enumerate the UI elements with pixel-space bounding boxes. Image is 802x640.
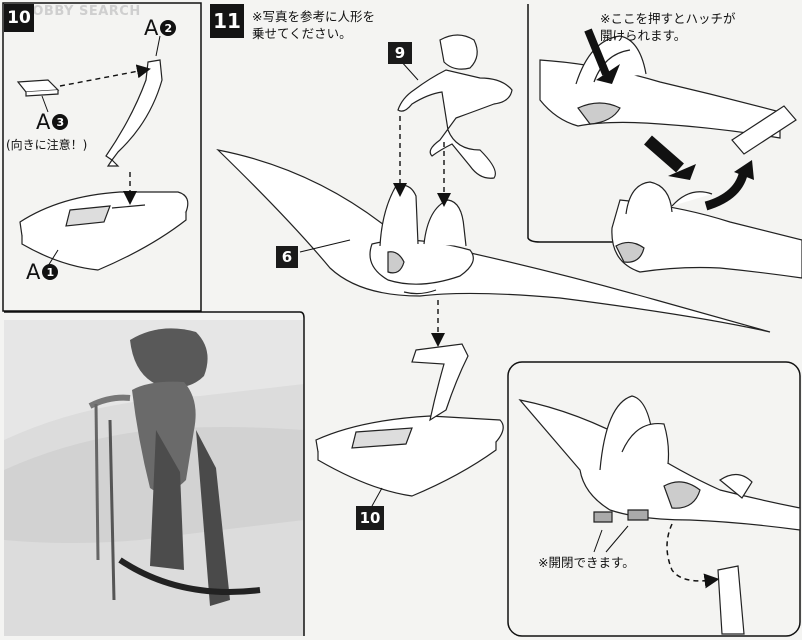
step10-stand-a2 — [105, 59, 163, 167]
hatch-detail-top — [539, 35, 781, 139]
part-number-circle: 2 — [160, 20, 177, 36]
hatch-open-panel — [731, 105, 797, 155]
figure-placement-note: ※写真を参考に人形を 乗せてください。 — [252, 9, 375, 41]
part-letter: A — [144, 16, 159, 40]
part-label-9: 9 — [388, 42, 412, 64]
photo-frame — [4, 311, 305, 636]
part-number-circle: 1 — [42, 264, 59, 280]
bottom-leader-2 — [605, 525, 629, 553]
step10-leader-a2 — [155, 35, 161, 57]
hatch-detail-bottom — [611, 181, 802, 279]
step10-base-a1 — [19, 191, 189, 271]
press-arrow-head — [596, 64, 620, 84]
open-close-note: ※開閉できます。 — [538, 555, 635, 570]
step11-leader-10 — [371, 487, 383, 507]
assembled-photo — [4, 320, 304, 636]
step10-part-a3 — [16, 79, 60, 97]
step11-figure-9 — [397, 34, 513, 179]
step11-stand-10 — [315, 343, 504, 497]
watermark-text: HOBBY SEARCH — [21, 4, 141, 19]
step-number-10: 10 — [4, 4, 34, 32]
part-label-6: 6 — [276, 246, 298, 268]
step10-leader-a3 — [41, 95, 49, 113]
orientation-caution: (向きに注意！) — [6, 138, 88, 152]
bottom-detail-frame — [507, 361, 801, 637]
hatch-open-arrow-head — [734, 160, 754, 180]
step-arrow-down-head — [668, 164, 696, 180]
step10-leader-a1 — [47, 249, 59, 267]
bottom-leader-1 — [593, 529, 603, 553]
step-arrow-down-shaft — [644, 135, 684, 173]
hatch-open-arrow-shaft — [704, 169, 749, 211]
bottom-arrow-to-stand — [666, 523, 720, 589]
step11-glider — [216, 149, 771, 333]
part-number-circle: 3 — [52, 114, 69, 130]
step10-panel-frame — [2, 2, 202, 312]
bottom-detail-stand-top — [717, 565, 745, 635]
press-arrow-shaft — [584, 28, 610, 76]
part-letter: A — [36, 110, 51, 134]
step10-arrow-a3 — [59, 64, 151, 87]
part-letter: A — [26, 260, 41, 284]
step-number-11: 11 — [210, 4, 244, 38]
part-label-10: 10 — [356, 506, 384, 530]
bottom-detail-glider — [518, 395, 801, 531]
hatch-detail-frame — [527, 4, 802, 243]
step11-leader-6 — [299, 239, 351, 253]
hatch-open-note: ※ここを押すとハッチが 開けられます。 — [600, 11, 736, 43]
